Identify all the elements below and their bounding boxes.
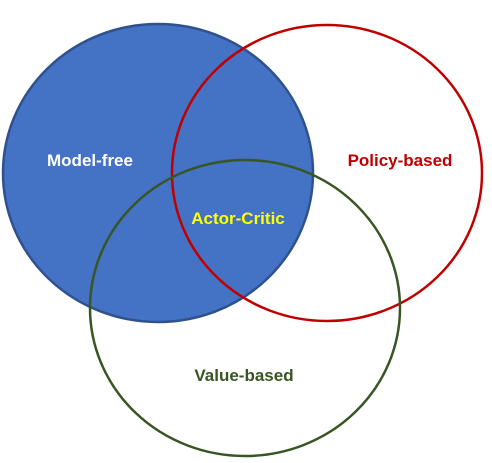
actor-critic-label: Actor-Critic <box>191 209 285 228</box>
model-free-label: Model-free <box>47 151 133 170</box>
value-based-label: Value-based <box>194 366 293 385</box>
policy-based-circle <box>170 23 484 323</box>
model-free-circle <box>1 22 315 324</box>
policy-based-label: Policy-based <box>348 151 453 170</box>
value-based-circle <box>88 158 402 458</box>
